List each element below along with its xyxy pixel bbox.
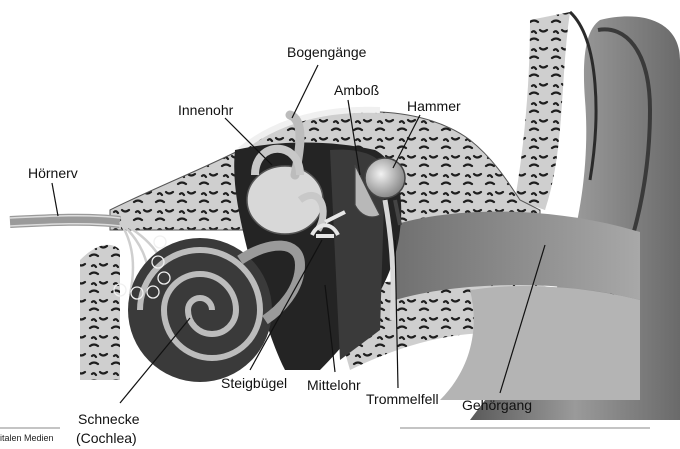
label-gehoergang: Gehörgang: [462, 397, 532, 413]
label-bogengaenge: Bogengänge: [287, 44, 366, 60]
label-amboss: Amboß: [334, 82, 379, 98]
label-schnecke: Schnecke: [78, 411, 139, 427]
leader-hoernerv: [52, 183, 58, 216]
label-cochlea: (Cochlea): [76, 430, 137, 446]
label-mittelohr: Mittelohr: [307, 377, 361, 393]
label-hoernerv: Hörnerv: [28, 165, 78, 181]
hammer-shape: [365, 158, 405, 198]
label-innenohr: Innenohr: [178, 102, 233, 118]
leader-bogengaenge: [292, 65, 318, 118]
label-trommelfell: Trommelfell: [366, 391, 439, 407]
label-steigbuegel: Steigbügel: [221, 375, 287, 391]
label-hammer: Hammer: [407, 98, 461, 114]
footer-credit-fragment: italen Medien: [0, 433, 54, 443]
